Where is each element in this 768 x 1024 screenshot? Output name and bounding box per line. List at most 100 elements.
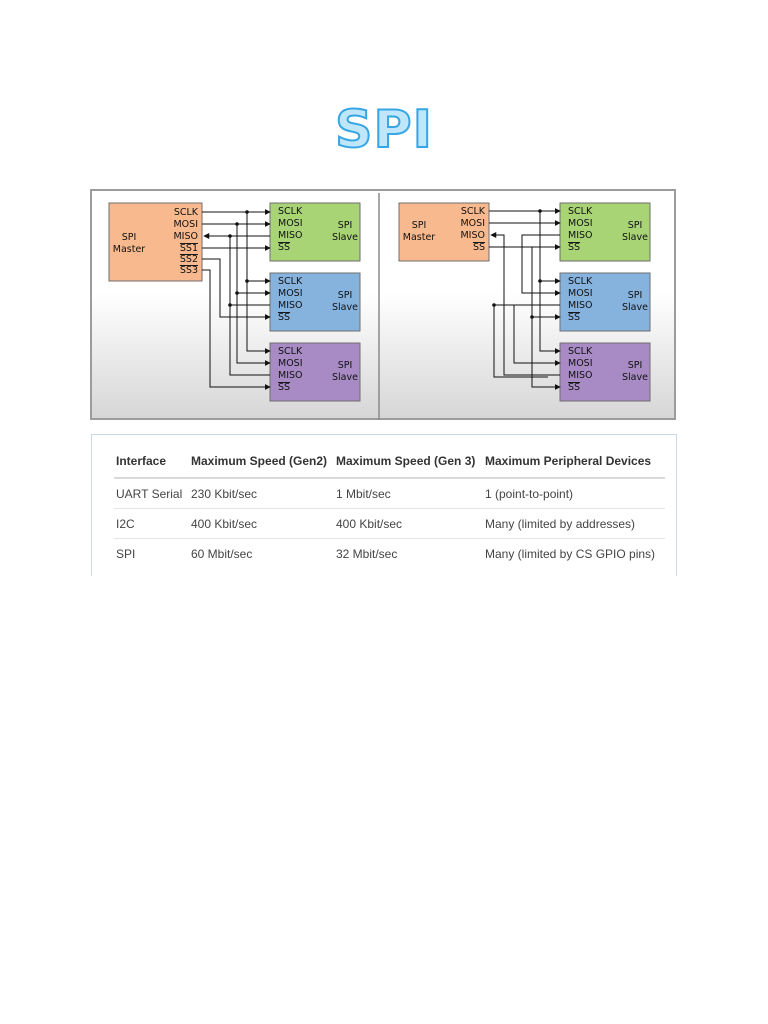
slave-box <box>269 342 361 402</box>
junction-dot <box>245 210 249 214</box>
slave-label: SPI <box>338 220 353 231</box>
signal-line <box>246 212 271 354</box>
slave-pin-ss: SS <box>278 242 290 253</box>
slave-pin-ss: SS <box>278 312 290 323</box>
junction-dot <box>228 303 232 307</box>
cell-interface: SPI <box>116 547 136 561</box>
slave-pin-ss: SS <box>568 382 580 393</box>
junction-dot <box>538 209 542 213</box>
signal-line <box>539 211 561 354</box>
master-pin-sclk: SCLK <box>174 207 199 218</box>
header-interface: Interface <box>114 449 189 479</box>
interface-comparison-table: Interface Maximum Speed (Gen2) Maximum S… <box>114 449 665 568</box>
slave-pin-sclk: SCLK <box>568 206 593 217</box>
slave-pin-mosi: MOSI <box>568 218 593 229</box>
slave-pin-miso: MISO <box>568 230 593 241</box>
slave-label: Slave <box>622 302 648 313</box>
slave-pin-miso: MISO <box>568 370 593 381</box>
junction-dot <box>235 222 239 226</box>
master-pin-ss3: SS3 <box>180 265 198 276</box>
table-row: I2C 400 Kbit/sec 400 Kbit/sec Many (limi… <box>114 508 665 539</box>
signal-line <box>202 269 271 390</box>
cell-speed-gen2: 230 Kbit/sec <box>189 478 334 509</box>
slave-pin-miso: MISO <box>278 300 303 311</box>
junction-dot <box>235 291 239 295</box>
slave-box <box>269 272 361 332</box>
master-pin-sclk: SCLK <box>461 206 486 217</box>
signal-line <box>513 305 561 366</box>
slave-pin-mosi: MOSI <box>568 288 593 299</box>
page-title: SPI <box>334 99 433 161</box>
junction-dot <box>228 234 232 238</box>
slave-label: Slave <box>622 232 648 243</box>
slave-pin-sclk: SCLK <box>568 346 593 357</box>
junction-dot <box>245 279 249 283</box>
junction-dot <box>538 279 542 283</box>
slave-pin-sclk: SCLK <box>568 276 593 287</box>
table-row: SPI 60 Mbit/sec 32 Mbit/sec Many (limite… <box>114 539 665 569</box>
signal-line <box>236 224 271 366</box>
slave-label: SPI <box>338 290 353 301</box>
slave-pin-mosi: MOSI <box>278 218 303 229</box>
cell-max-devices: Many (limited by CS GPIO pins) <box>485 547 656 561</box>
master-pin-ss1: SS1 <box>180 243 198 254</box>
table-header-row: Interface Maximum Speed (Gen2) Maximum S… <box>114 449 665 479</box>
cell-speed-gen3: 32 Mbit/sec <box>336 547 398 561</box>
cell-speed-gen3: 1 Mbit/sec <box>334 478 483 509</box>
junction-dot <box>492 303 496 307</box>
slave-label: Slave <box>332 232 358 243</box>
cell-interface: UART Serial <box>114 478 189 509</box>
master-box <box>398 202 490 262</box>
slave-pin-ss: SS <box>568 312 580 323</box>
slave-label: Slave <box>332 372 358 383</box>
slave-box <box>269 202 361 262</box>
slave-pin-sclk: SCLK <box>278 276 303 287</box>
slave-pin-miso: MISO <box>278 230 303 241</box>
independent-slave-panel: SPIMasterSCLKMOSIMISOSS1SS2SS3SCLKMOSIMI… <box>108 202 361 402</box>
cell-max-devices: 1 (point-to-point) <box>483 478 665 509</box>
slave-pin-ss: SS <box>278 382 290 393</box>
slave-label: Slave <box>622 372 648 383</box>
cell-max-devices: Many (limited by addresses) <box>483 508 665 539</box>
junction-dot <box>530 315 534 319</box>
slave-box <box>559 272 651 332</box>
master-pin-ss: SS <box>473 242 485 253</box>
interface-comparison-card: Interface Maximum Speed (Gen2) Maximum S… <box>91 434 677 576</box>
master-label: SPI <box>122 232 137 243</box>
cell-speed-gen2: 400 Kbit/sec <box>189 508 334 539</box>
master-label: Master <box>403 232 436 243</box>
signal-line <box>490 232 560 376</box>
master-pin-mosi: MOSI <box>460 218 485 229</box>
slave-pin-mosi: MOSI <box>278 288 303 299</box>
slave-label: Slave <box>332 302 358 313</box>
master-pin-mosi: MOSI <box>173 219 198 230</box>
slave-label: SPI <box>628 290 643 301</box>
signal-line <box>493 304 560 378</box>
signal-line <box>229 236 270 376</box>
table-row: UART Serial 230 Kbit/sec 1 Mbit/sec 1 (p… <box>114 478 665 509</box>
slave-label: SPI <box>628 360 643 371</box>
slave-pin-miso: MISO <box>278 370 303 381</box>
slave-pin-sclk: SCLK <box>278 206 303 217</box>
slave-pin-sclk: SCLK <box>278 346 303 357</box>
header-speed-gen3: Maximum Speed (Gen 3) <box>334 449 483 479</box>
cell-interface: I2C <box>114 508 189 539</box>
slave-box <box>559 342 651 402</box>
signal-line <box>202 258 271 320</box>
header-max-devices: Maximum Peripheral Devices <box>483 449 665 479</box>
master-box <box>108 202 203 282</box>
cell-speed-gen3: 400 Kbit/sec <box>334 508 483 539</box>
signal-line <box>531 247 561 390</box>
slave-box <box>559 202 651 262</box>
master-pin-ss2: SS2 <box>180 254 198 265</box>
slave-label: SPI <box>338 360 353 371</box>
slave-label: SPI <box>628 220 643 231</box>
